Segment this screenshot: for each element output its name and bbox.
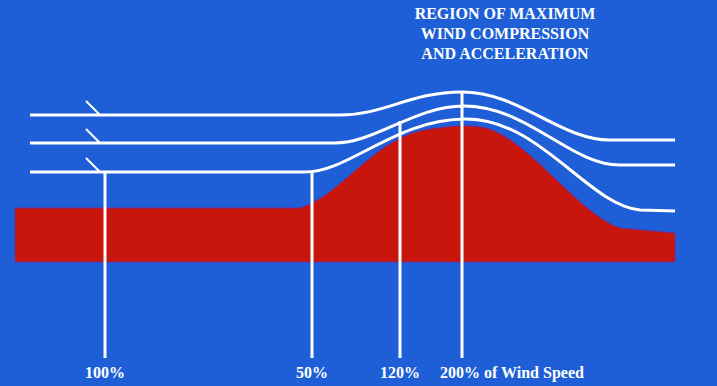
speed-percent: 200% of Wind Speed bbox=[440, 363, 584, 383]
region-heading: REGION OF MAXIMUM WIND COMPRESSION AND A… bbox=[405, 4, 605, 64]
measure-line bbox=[104, 172, 107, 358]
sand-dune bbox=[15, 126, 675, 262]
wind-streamlines bbox=[30, 92, 675, 211]
wind-tick bbox=[86, 129, 100, 143]
measure-line bbox=[399, 121, 402, 358]
speed-percent: 120% bbox=[380, 363, 420, 383]
speed-percent: 50% bbox=[296, 363, 328, 383]
streamline bbox=[30, 92, 675, 140]
measure-line bbox=[461, 92, 464, 358]
wind-tick bbox=[86, 158, 100, 172]
speed-percent: 100% bbox=[85, 363, 125, 383]
wind-ticks bbox=[86, 101, 100, 172]
measure-lines bbox=[105, 92, 462, 358]
wind-tick bbox=[86, 101, 100, 115]
measure-line bbox=[311, 172, 314, 358]
streamline bbox=[30, 119, 675, 211]
